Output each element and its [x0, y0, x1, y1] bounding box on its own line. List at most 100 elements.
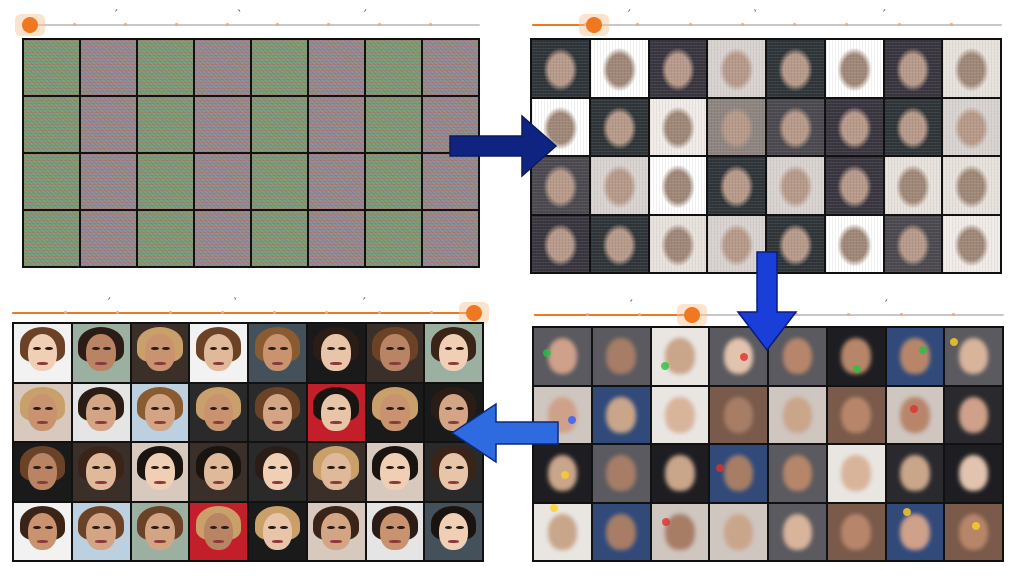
face-shape: [27, 393, 58, 431]
mouth-shape: [447, 421, 460, 425]
sample-image: [767, 157, 824, 214]
sample-image: [827, 503, 885, 560]
mouth-shape: [447, 480, 460, 484]
slider-tick: [952, 313, 955, 316]
slider-thumb[interactable]: [22, 17, 38, 33]
sample-image: [138, 40, 193, 95]
sample-image: [884, 157, 942, 214]
eye-shape: [209, 406, 218, 410]
eye-shape: [455, 406, 464, 410]
face-shape: [438, 453, 469, 491]
sample-image: [307, 502, 365, 560]
sample-image: [827, 445, 885, 502]
arrow-down-icon: [736, 251, 798, 352]
color-artifact: [568, 415, 577, 424]
eye-shape: [327, 525, 335, 529]
face-shape: [723, 513, 754, 550]
stage-1-image-grid: [22, 38, 480, 268]
sample-image: [590, 40, 648, 97]
eye-shape: [397, 347, 406, 351]
sample-image: [366, 97, 421, 152]
sample-image: [945, 386, 1002, 443]
slider-tick: [845, 23, 848, 26]
mouth-shape: [447, 540, 460, 544]
mouth-shape: [95, 540, 107, 544]
eye-shape: [150, 466, 159, 470]
sample-image: [131, 502, 189, 560]
mouth-shape: [95, 480, 107, 484]
sample-image: [252, 211, 307, 266]
eye-shape: [92, 406, 100, 410]
sample-image: [366, 502, 424, 560]
sample-image: [532, 157, 589, 214]
sample-image: [592, 503, 650, 560]
sample-image: [886, 328, 944, 385]
sample-image: [138, 97, 193, 152]
slider-track[interactable]: [22, 24, 480, 26]
stage-4-slider[interactable]: ´`´: [12, 296, 489, 324]
eye-shape: [455, 525, 464, 529]
eye-shape: [209, 347, 218, 351]
eye-shape: [338, 525, 347, 529]
slider-tick: [741, 23, 744, 26]
sample-image: [769, 445, 826, 502]
eye-shape: [455, 466, 464, 470]
sample-image: [138, 154, 193, 209]
face-shape: [958, 396, 989, 433]
sample-image: [24, 97, 79, 152]
sample-image: [366, 324, 424, 382]
eye-shape: [150, 347, 159, 351]
sample-image: [767, 40, 824, 97]
eye-shape: [455, 347, 464, 351]
slider-thumb[interactable]: [586, 17, 602, 33]
face-shape: [958, 513, 989, 550]
eye-shape: [327, 466, 335, 470]
slider-tick: [586, 313, 589, 316]
sample-image: [14, 443, 71, 501]
face-shape: [958, 338, 989, 375]
sample-image: [423, 40, 478, 95]
slider-thumb[interactable]: [466, 305, 482, 321]
sample-image: [769, 328, 826, 385]
slider-track[interactable]: [532, 24, 1002, 26]
sample-image: [943, 98, 1000, 155]
sample-image: [366, 443, 424, 501]
mouth-shape: [271, 480, 284, 484]
eye-shape: [33, 466, 42, 470]
sample-image: [72, 502, 130, 560]
mouth-shape: [212, 421, 225, 425]
stage-2-slider[interactable]: ´`´: [532, 8, 1002, 36]
mouth-shape: [154, 361, 166, 365]
sample-image: [825, 98, 883, 155]
eye-shape: [444, 406, 453, 410]
sample-image: [425, 324, 482, 382]
sample-image: [649, 40, 707, 97]
face-shape: [86, 453, 116, 491]
mouth-shape: [154, 480, 166, 484]
sample-image: [249, 502, 306, 560]
face-shape: [262, 334, 293, 372]
slider-thumb[interactable]: [684, 307, 700, 323]
face-shape: [841, 513, 871, 550]
sample-image: [190, 502, 247, 560]
slider-tick: [116, 311, 119, 314]
sample-image: [649, 157, 707, 214]
sample-image: [886, 503, 944, 560]
eye-shape: [397, 406, 406, 410]
stage-1-slider[interactable]: ´`´: [15, 8, 480, 36]
eye-shape: [33, 525, 42, 529]
sample-image: [190, 443, 247, 501]
sample-image: [190, 324, 247, 382]
eye-shape: [385, 347, 394, 351]
sample-image: [138, 211, 193, 266]
face-shape: [606, 513, 636, 550]
sample-image: [24, 154, 79, 209]
face-shape: [145, 393, 175, 431]
eye-shape: [327, 347, 335, 351]
sample-image: [710, 503, 767, 560]
sample-image: [886, 445, 944, 502]
slider-tick: [950, 23, 953, 26]
face-shape: [86, 393, 116, 431]
color-artifact: [919, 345, 928, 354]
eye-shape: [385, 406, 394, 410]
